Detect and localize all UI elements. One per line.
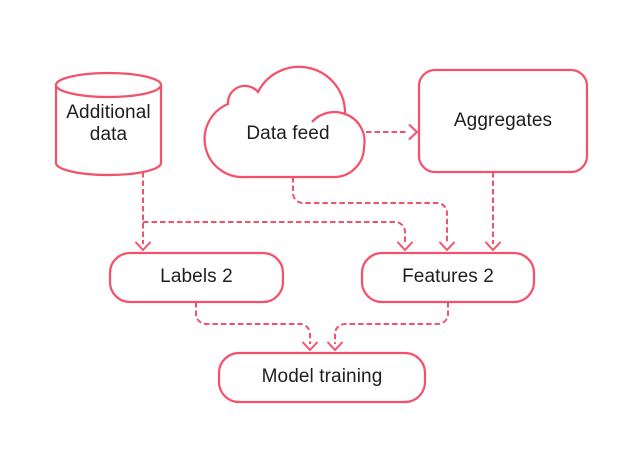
- edge-additional-data-to-labels-2: [135, 172, 151, 251]
- arrowhead-down-icon: [327, 341, 343, 351]
- arrowhead-down-icon: [439, 241, 455, 251]
- edge-aggregates-to-features-2: [485, 172, 501, 251]
- node-label-model-training: Model training: [261, 366, 383, 388]
- node-label-labels-2: Labels 2: [160, 266, 233, 288]
- features-2-box: [360, 251, 536, 304]
- edge-features-2-to-model-training: [327, 302, 449, 351]
- edge-data-feed-to-aggregates: [366, 124, 418, 140]
- cloud-icon: [203, 65, 366, 179]
- edge-additional-data-to-features-2: [143, 221, 413, 251]
- node-label-additional-data: Additional data: [66, 101, 151, 145]
- node-label-aggregates: Aggregates: [453, 109, 553, 131]
- model-training-box: [217, 351, 427, 404]
- arrowhead-down-icon: [397, 241, 413, 251]
- database-cylinder-icon: [54, 71, 163, 177]
- arrowhead-down-icon: [302, 341, 318, 351]
- edge-data-feed-to-features-2: [292, 177, 455, 251]
- edge-labels-2-to-model-training: [195, 302, 318, 351]
- node-label-data-feed: Data feed: [246, 122, 330, 144]
- labels-2-box: [108, 251, 285, 304]
- node-label-features-2: Features 2: [402, 266, 494, 288]
- arrowhead-down-icon: [135, 241, 151, 251]
- arrowhead-right-icon: [408, 124, 418, 140]
- arrowhead-down-icon: [485, 241, 501, 251]
- aggregates-box: [417, 68, 589, 174]
